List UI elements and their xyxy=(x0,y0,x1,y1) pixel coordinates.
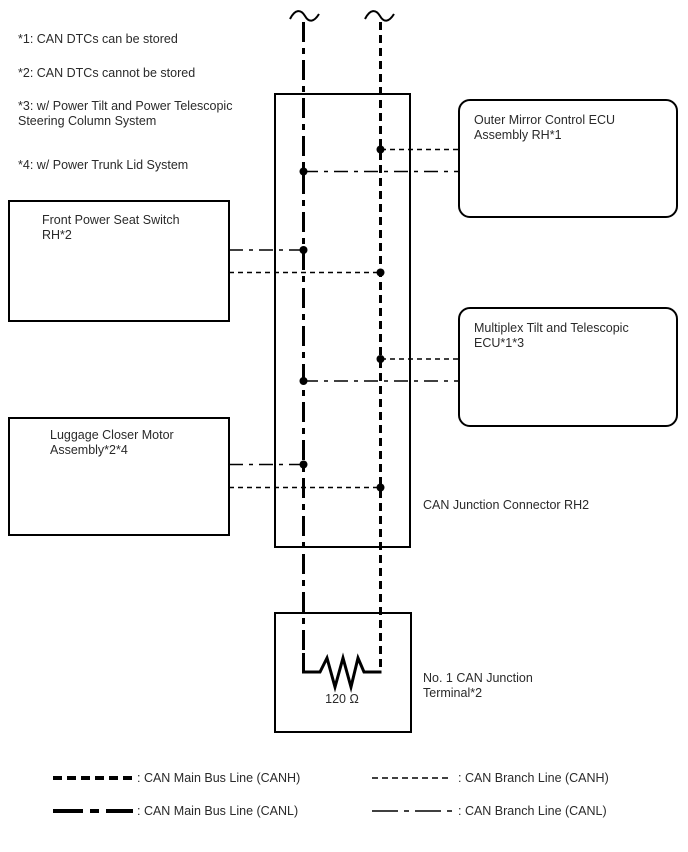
footnote-2: *2: CAN DTCs cannot be stored xyxy=(18,66,196,80)
wire-break-symbol-canl xyxy=(289,10,320,22)
junction-dot xyxy=(299,377,308,385)
legend-label-branch-canl: : CAN Branch Line (CANL) xyxy=(458,804,607,818)
node-luggage-closer-motor: Luggage Closer Motor Assembly*2*4 xyxy=(8,417,230,536)
footnote-4: *4: w/ Power Trunk Lid System xyxy=(18,158,189,172)
footnote-3: *3: w/ Power Tilt and Power Telescopic S… xyxy=(18,99,233,128)
can-junction-connector-box xyxy=(274,93,411,548)
terminating-resistor xyxy=(302,652,382,693)
junction-dot xyxy=(299,460,308,469)
junction-dot xyxy=(376,483,385,492)
can-junction-terminal-box xyxy=(274,612,412,733)
label-resistor-value: 120 Ω xyxy=(325,692,359,706)
label-can-junction-terminal: No. 1 CAN Junction Terminal*2 xyxy=(423,671,533,700)
node-front-power-seat-switch: Front Power Seat Switch RH*2 xyxy=(8,200,230,322)
legend-label-main-canl: : CAN Main Bus Line (CANL) xyxy=(137,804,299,818)
wire-break-symbol-canh xyxy=(364,10,395,22)
footnote-1: *1: CAN DTCs can be stored xyxy=(18,32,178,46)
junction-dot xyxy=(299,246,308,254)
junction-dot xyxy=(299,167,308,176)
node-outer-mirror-control-ecu: Outer Mirror Control ECU Assembly RH*1 xyxy=(458,99,678,218)
legend-label-main-canh: : CAN Main Bus Line (CANH) xyxy=(137,771,301,785)
junction-dot xyxy=(376,355,385,363)
node-multiplex-tilt-telescopic-ecu: Multiplex Tilt and Telescopic ECU*1*3 xyxy=(458,307,678,427)
junction-dot xyxy=(376,145,385,154)
junction-dot xyxy=(376,268,385,277)
label-can-junction-connector: CAN Junction Connector RH2 xyxy=(423,498,590,512)
legend-label-branch-canh: : CAN Branch Line (CANH) xyxy=(458,771,609,785)
